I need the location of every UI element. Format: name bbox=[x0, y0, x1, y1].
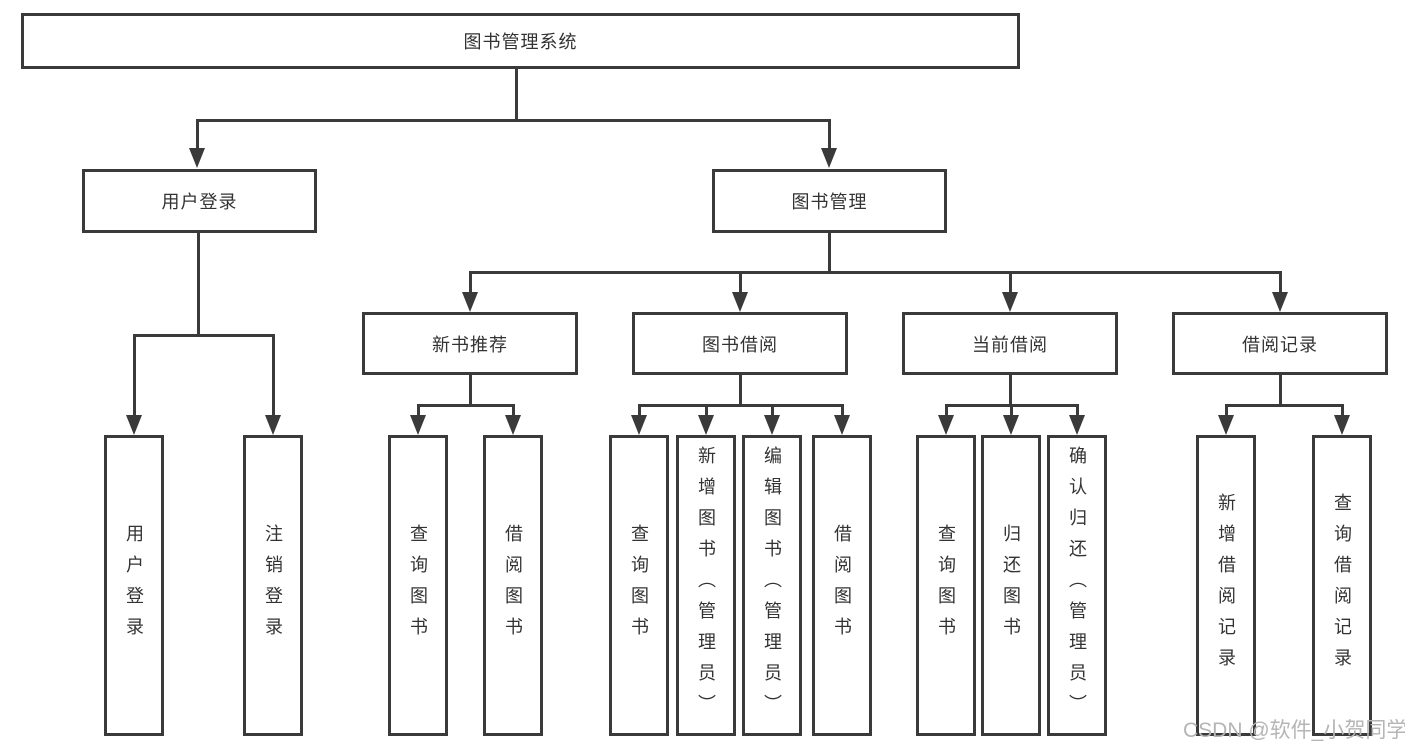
leaf-query-books-current-label: 查询图书 bbox=[936, 523, 956, 648]
connector-leaf-drop bbox=[1076, 404, 1079, 417]
node-book-management: 图书管理 bbox=[712, 169, 947, 233]
node-current-borrow-label: 当前借阅 bbox=[972, 334, 1048, 355]
node-book-borrow: 图书借阅 bbox=[632, 312, 848, 375]
connector-borrow-drop bbox=[739, 271, 742, 294]
arrowhead-leaf-add-book bbox=[698, 415, 714, 435]
leaf-return-book: 归还图书 bbox=[981, 435, 1041, 736]
leaf-logout-label: 注销登录 bbox=[263, 523, 283, 648]
leaf-borrow-books-recommend: 借阅图书 bbox=[483, 435, 543, 736]
leaf-add-book-admin-label: 新增图书（管理员） bbox=[696, 446, 716, 725]
leaf-add-borrow-record-label: 新增借阅记录 bbox=[1216, 492, 1236, 679]
connector-leaf-drop bbox=[1341, 404, 1344, 417]
leaf-user-login-label: 用户登录 bbox=[124, 523, 144, 648]
connector-current-drop bbox=[1009, 271, 1012, 294]
connector-book-mgmt-drop bbox=[828, 119, 831, 150]
arrowhead-leaf-add-record bbox=[1218, 415, 1234, 435]
leaf-query-books-recommend-label: 查询图书 bbox=[408, 523, 428, 648]
connector-borrow-stem bbox=[739, 375, 742, 407]
leaf-user-login: 用户登录 bbox=[104, 435, 164, 736]
connector-record-stem bbox=[1279, 375, 1282, 407]
node-current-borrow: 当前借阅 bbox=[902, 312, 1118, 375]
connector-root-stem bbox=[515, 69, 518, 121]
node-user-login: 用户登录 bbox=[82, 169, 317, 233]
connector-leaf-drop bbox=[841, 404, 844, 417]
connector-record-drop bbox=[1279, 271, 1282, 294]
connector-leaf-drop bbox=[638, 404, 641, 417]
arrowhead-leaf-query-books-3 bbox=[938, 415, 954, 435]
leaf-borrow-books: 借阅图书 bbox=[812, 435, 872, 736]
leaf-return-book-label: 归还图书 bbox=[1001, 523, 1021, 648]
leaf-query-borrow-record: 查询借阅记录 bbox=[1312, 435, 1372, 736]
leaf-logout: 注销登录 bbox=[243, 435, 303, 736]
arrowhead-leaf-return-book bbox=[1003, 415, 1019, 435]
node-root-system: 图书管理系统 bbox=[21, 13, 1020, 69]
connector-borrow-bar bbox=[638, 404, 844, 407]
leaf-borrow-books-label: 借阅图书 bbox=[832, 523, 852, 648]
connector-leaf-drop bbox=[705, 404, 708, 417]
arrowhead-leaf-login bbox=[126, 415, 142, 435]
node-borrow-record-label: 借阅记录 bbox=[1242, 334, 1318, 355]
connector-level2-bar bbox=[469, 271, 1281, 274]
csdn-watermark: CSDN @软件_小贺同学 bbox=[1183, 719, 1405, 742]
leaf-query-books-recommend: 查询图书 bbox=[388, 435, 448, 736]
connector-record-bar bbox=[1225, 404, 1344, 407]
leaf-query-books-borrow: 查询图书 bbox=[609, 435, 669, 736]
connector-newbook-stem bbox=[469, 375, 472, 407]
leaf-add-book-admin: 新增图书（管理员） bbox=[676, 435, 736, 736]
arrowhead-record bbox=[1272, 292, 1288, 312]
node-book-borrow-label: 图书借阅 bbox=[702, 334, 778, 355]
connector-newbook-drop bbox=[469, 271, 472, 294]
leaf-edit-book-admin: 编辑图书（管理员） bbox=[742, 435, 802, 736]
arrowhead-current bbox=[1002, 292, 1018, 312]
leaf-query-books-borrow-label: 查询图书 bbox=[629, 523, 649, 648]
leaf-edit-book-admin-label: 编辑图书（管理员） bbox=[762, 446, 782, 725]
arrowhead-leaf-borrow-books-1 bbox=[505, 415, 521, 435]
connector-leaf-drop bbox=[771, 404, 774, 417]
node-borrow-record: 借阅记录 bbox=[1172, 312, 1388, 375]
connector-current-stem bbox=[1009, 375, 1012, 407]
connector-level1-bar bbox=[197, 119, 831, 122]
arrowhead-user-login bbox=[189, 148, 205, 168]
connector-leaf-drop bbox=[417, 404, 420, 417]
connector-leaf-logout-drop bbox=[272, 334, 275, 417]
connector-user-login-bar bbox=[133, 334, 275, 337]
arrowhead-borrow bbox=[732, 292, 748, 312]
leaf-confirm-return-admin-label: 确认归还（管理员） bbox=[1067, 446, 1087, 725]
node-book-management-label: 图书管理 bbox=[791, 192, 868, 212]
node-user-login-label: 用户登录 bbox=[161, 192, 238, 212]
leaf-query-books-current: 查询图书 bbox=[916, 435, 976, 736]
arrowhead-leaf-confirm-return bbox=[1069, 415, 1085, 435]
connector-book-mgmt-stem bbox=[828, 233, 831, 273]
arrowhead-leaf-query-books-2 bbox=[631, 415, 647, 435]
arrowhead-leaf-borrow-books-2 bbox=[834, 415, 850, 435]
arrowhead-leaf-logout bbox=[265, 415, 281, 435]
leaf-query-borrow-record-label: 查询借阅记录 bbox=[1332, 492, 1352, 679]
node-root-system-label: 图书管理系统 bbox=[463, 32, 578, 52]
connector-leaf-drop bbox=[1010, 404, 1013, 417]
connector-user-login-drop bbox=[196, 119, 199, 150]
leaf-add-borrow-record: 新增借阅记录 bbox=[1196, 435, 1256, 736]
connector-leaf-login-drop bbox=[133, 334, 136, 417]
arrowhead-newbook bbox=[462, 292, 478, 312]
arrowhead-book-mgmt bbox=[821, 148, 837, 168]
leaf-confirm-return-admin: 确认归还（管理员） bbox=[1047, 435, 1107, 736]
arrowhead-leaf-edit-book bbox=[764, 415, 780, 435]
arrowhead-leaf-query-books-1 bbox=[410, 415, 426, 435]
connector-user-login-stem bbox=[197, 233, 200, 337]
connector-leaf-drop bbox=[945, 404, 948, 417]
arrowhead-leaf-query-record bbox=[1334, 415, 1350, 435]
leaf-borrow-books-recommend-label: 借阅图书 bbox=[503, 523, 523, 648]
connector-leaf-drop bbox=[1225, 404, 1228, 417]
connector-newbook-bar bbox=[417, 404, 515, 407]
node-new-book-recommend-label: 新书推荐 bbox=[432, 334, 508, 355]
node-new-book-recommend: 新书推荐 bbox=[362, 312, 578, 375]
connector-leaf-drop bbox=[512, 404, 515, 417]
